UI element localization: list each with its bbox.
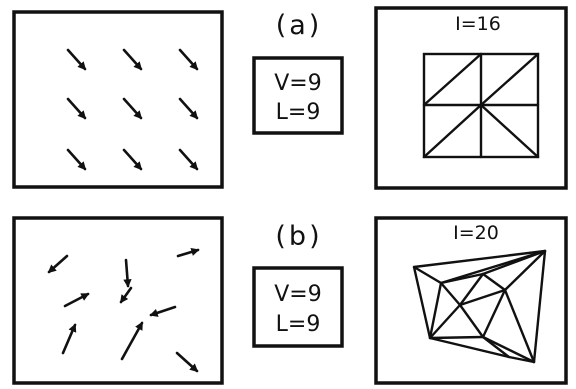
row-label-b: (b) (275, 221, 322, 252)
stat-v-b: V=9 (274, 282, 321, 307)
mesh-label-a: I=16 (455, 13, 501, 35)
panel-frame-mesh-a (374, 6, 568, 190)
stats-box-frame-b (252, 266, 344, 348)
arrow (66, 148, 87, 171)
arrow (63, 292, 90, 308)
arrow (66, 97, 87, 120)
arrow (122, 148, 143, 171)
triangulation-b (412, 249, 547, 364)
arrow (149, 305, 177, 317)
arrow (178, 97, 199, 120)
mesh-label-b: I=20 (453, 222, 499, 244)
arrow (175, 351, 199, 373)
arrow (123, 258, 132, 288)
triangulation-a (422, 52, 540, 159)
stats-box-a: V=9 L=9 (252, 56, 344, 135)
arrow (119, 286, 133, 304)
row-a: (a) V=9 L=9 I=16 (12, 6, 568, 190)
arrow (66, 48, 87, 71)
mesh-panel-b: I=20 (374, 216, 568, 385)
arrow (122, 97, 143, 120)
panel-frame-mesh-b (374, 216, 568, 385)
vector-field-panel-b (12, 216, 224, 385)
panel-frame-b (12, 216, 224, 385)
stats-box-frame-a (252, 56, 344, 135)
arrows-b (47, 247, 200, 373)
row-b: (b) V=9 L=9 I=20 (12, 216, 568, 385)
arrow (178, 48, 199, 71)
stat-l-a: L=9 (276, 100, 321, 125)
vector-field-panel-a (12, 10, 224, 189)
arrow (176, 247, 200, 258)
arrow (47, 254, 69, 274)
arrow (122, 48, 143, 71)
arrow (120, 321, 144, 361)
arrows-a (66, 48, 199, 171)
stats-box-b: V=9 L=9 (252, 266, 344, 348)
mesh-panel-a: I=16 (374, 6, 568, 190)
panel-frame-a (12, 10, 224, 189)
row-label-a: (a) (276, 10, 323, 41)
arrow (61, 323, 77, 355)
stat-l-b: L=9 (276, 312, 321, 337)
stat-v-a: V=9 (274, 71, 321, 96)
arrow (178, 148, 199, 171)
